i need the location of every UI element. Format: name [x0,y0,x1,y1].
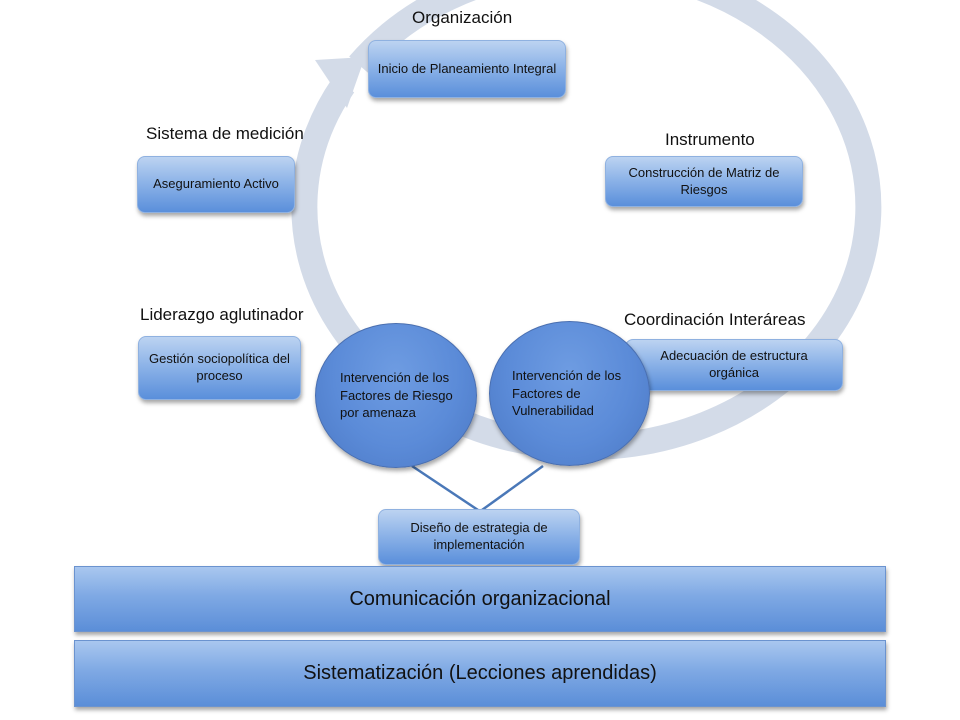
box-inicio-planeamiento: Inicio de Planeamiento Integral [368,40,566,98]
circle-factores-vulnerabilidad: Intervención de los Factores de Vulnerab… [489,321,650,466]
box-gestion-sociopolitica: Gestión sociopolítica del proceso [138,336,301,400]
band-sistematizacion: Sistematización (Lecciones aprendidas) [74,640,886,707]
box-matriz-riesgos: Construcción de Matriz de Riesgos [605,156,803,207]
label-organizacion: Organización [412,8,513,27]
label-coordinacion: Coordinación Interáreas [624,310,806,329]
ring-arrowhead [315,57,365,108]
box-diseno-estrategia: Diseño de estrategia de implementación [378,509,580,565]
label-instrumento: Instrumento [665,130,755,149]
box-aseguramiento-activo: Aseguramiento Activo [137,156,295,213]
connector-right [481,464,544,512]
connector-left [411,464,479,512]
circle-factores-amenaza: Intervención de los Factores de Riesgo p… [315,323,477,468]
band-comunicacion-organizacional: Comunicación organizacional [74,566,886,632]
label-liderazgo: Liderazgo aglutinador [140,305,304,324]
box-adecuacion-estructura: Adecuación de estructura orgánica [625,339,843,391]
label-sistema-medicion: Sistema de medición [146,124,304,143]
